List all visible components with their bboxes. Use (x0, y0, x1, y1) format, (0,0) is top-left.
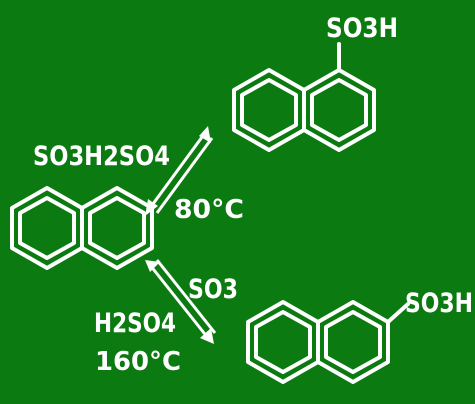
lower-condition-temperature: 160°C (95, 347, 181, 377)
lower-product-substituent-label: SO3H (405, 288, 473, 319)
lower-condition-reagent-b: H2SO4 (94, 308, 176, 339)
upper-product-substituent-label: SO3H (326, 13, 398, 44)
upper-condition-temperature: 80°C (174, 195, 244, 225)
lower-substituent-bond (386, 302, 410, 324)
lower-reaction-arrow (145, 259, 217, 344)
lower-product-structure (246, 300, 410, 384)
upper-condition-reagent: SO3H2SO4 (33, 141, 170, 172)
lower-condition-reagent-a: SO3 (188, 274, 238, 305)
upper-product-structure (232, 42, 376, 152)
upper-reaction-arrow (145, 126, 214, 216)
